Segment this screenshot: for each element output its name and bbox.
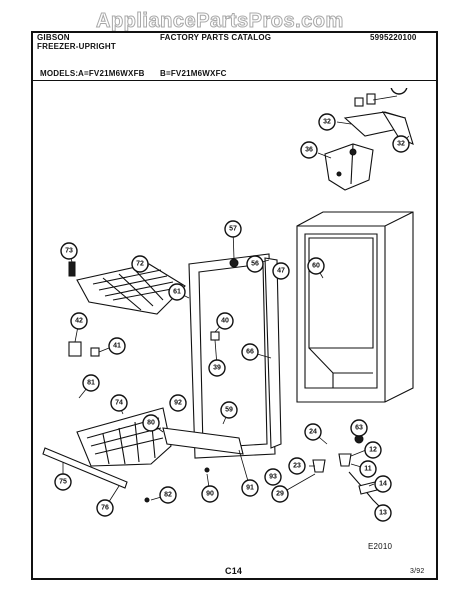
brand-label: GIBSON xyxy=(37,33,70,42)
shelf-drawing xyxy=(68,261,186,315)
svg-text:23: 23 xyxy=(293,463,301,470)
svg-text:92: 92 xyxy=(174,400,182,407)
callout-75: 75 xyxy=(54,473,72,491)
model-a: A=FV21M6WXFB xyxy=(78,69,145,78)
svg-text:32: 32 xyxy=(323,119,331,126)
page-number: C14 xyxy=(225,566,243,576)
svg-text:12: 12 xyxy=(369,447,377,454)
watermark-text: AppliancePartsPros.com xyxy=(96,10,344,33)
exploded-parts-diagram: 35 32 32 36 57 73 72 56 47 60 61 42 40 4… xyxy=(42,88,414,522)
svg-text:81: 81 xyxy=(87,380,95,387)
callout-57: 57 xyxy=(224,220,242,238)
callout-29: 29 xyxy=(271,485,289,503)
svg-text:13: 13 xyxy=(379,510,387,517)
models-divider xyxy=(33,80,436,81)
svg-text:40: 40 xyxy=(221,318,229,325)
svg-text:73: 73 xyxy=(65,248,73,255)
svg-text:60: 60 xyxy=(312,263,320,270)
callout-74: 74 xyxy=(110,394,128,412)
svg-text:57: 57 xyxy=(229,226,237,233)
callout-41: 41 xyxy=(108,337,126,355)
svg-text:66: 66 xyxy=(246,349,254,356)
callout-47: 47 xyxy=(272,262,290,280)
svg-text:91: 91 xyxy=(246,485,254,492)
svg-text:90: 90 xyxy=(206,491,214,498)
callout-63: 63 xyxy=(350,419,368,437)
hinge-cover-drawing xyxy=(324,143,374,191)
callout-59: 59 xyxy=(220,401,238,419)
svg-text:42: 42 xyxy=(75,318,83,325)
callout-66: 66 xyxy=(241,343,259,361)
callout-32-left: 32 xyxy=(318,113,336,131)
callout-76: 76 xyxy=(96,499,114,517)
model-b: B=FV21M6WXFC xyxy=(160,69,227,78)
figure-code: E2010 xyxy=(368,542,393,551)
models-label: MODELS: xyxy=(40,69,79,78)
callout-39: 39 xyxy=(208,359,226,377)
callout-90: 90 xyxy=(201,485,219,503)
callout-35: 35 xyxy=(390,88,408,95)
catalog-title: FACTORY PARTS CATALOG xyxy=(160,33,272,42)
svg-text:29: 29 xyxy=(276,491,284,498)
revision-date: 3/92 xyxy=(410,568,425,575)
svg-text:35: 35 xyxy=(395,88,403,90)
callout-56: 56 xyxy=(246,255,264,273)
svg-text:47: 47 xyxy=(277,268,285,275)
callout-36: 36 xyxy=(300,141,318,159)
kick-plate-drawing xyxy=(162,427,244,473)
svg-text:39: 39 xyxy=(213,365,221,372)
svg-text:75: 75 xyxy=(59,479,67,486)
svg-text:76: 76 xyxy=(101,505,109,512)
callout-82: 82 xyxy=(159,486,177,504)
callout-72: 72 xyxy=(131,255,149,273)
callout-11: 11 xyxy=(359,460,377,478)
callout-81: 81 xyxy=(82,374,100,392)
svg-text:93: 93 xyxy=(269,474,277,481)
door-panel-drawing xyxy=(188,253,282,459)
callout-12: 12 xyxy=(364,441,382,459)
svg-text:63: 63 xyxy=(355,425,363,432)
svg-text:41: 41 xyxy=(113,343,121,350)
callout-91: 91 xyxy=(241,479,259,497)
callout-73: 73 xyxy=(60,242,78,260)
svg-text:36: 36 xyxy=(305,147,313,154)
svg-text:74: 74 xyxy=(115,400,123,407)
svg-text:56: 56 xyxy=(251,261,259,268)
product-label: FREEZER-UPRIGHT xyxy=(37,42,116,51)
callout-61: 61 xyxy=(168,283,186,301)
callout-60: 60 xyxy=(307,257,325,275)
svg-text:82: 82 xyxy=(164,492,172,499)
svg-text:11: 11 xyxy=(364,466,372,473)
svg-text:61: 61 xyxy=(173,289,181,296)
callout-23: 23 xyxy=(288,457,306,475)
callout-32-right: 32 xyxy=(392,135,410,153)
callout-24: 24 xyxy=(304,423,322,441)
callout-14: 14 xyxy=(374,475,392,493)
svg-text:72: 72 xyxy=(136,261,144,268)
svg-text:14: 14 xyxy=(379,481,387,488)
callout-42: 42 xyxy=(70,312,88,330)
svg-text:80: 80 xyxy=(147,420,155,427)
svg-text:24: 24 xyxy=(309,429,317,436)
callout-92: 92 xyxy=(169,394,187,412)
callout-93: 93 xyxy=(264,468,282,486)
callout-40: 40 xyxy=(216,312,234,330)
cabinet-drawing xyxy=(296,211,414,403)
callout-13: 13 xyxy=(374,504,392,522)
callout-80: 80 xyxy=(142,414,160,432)
document-number: 5995220100 xyxy=(370,33,417,42)
svg-text:32: 32 xyxy=(397,141,405,148)
page-frame xyxy=(31,31,438,580)
hinge-bracket-drawing xyxy=(343,93,414,145)
svg-text:59: 59 xyxy=(225,407,233,414)
